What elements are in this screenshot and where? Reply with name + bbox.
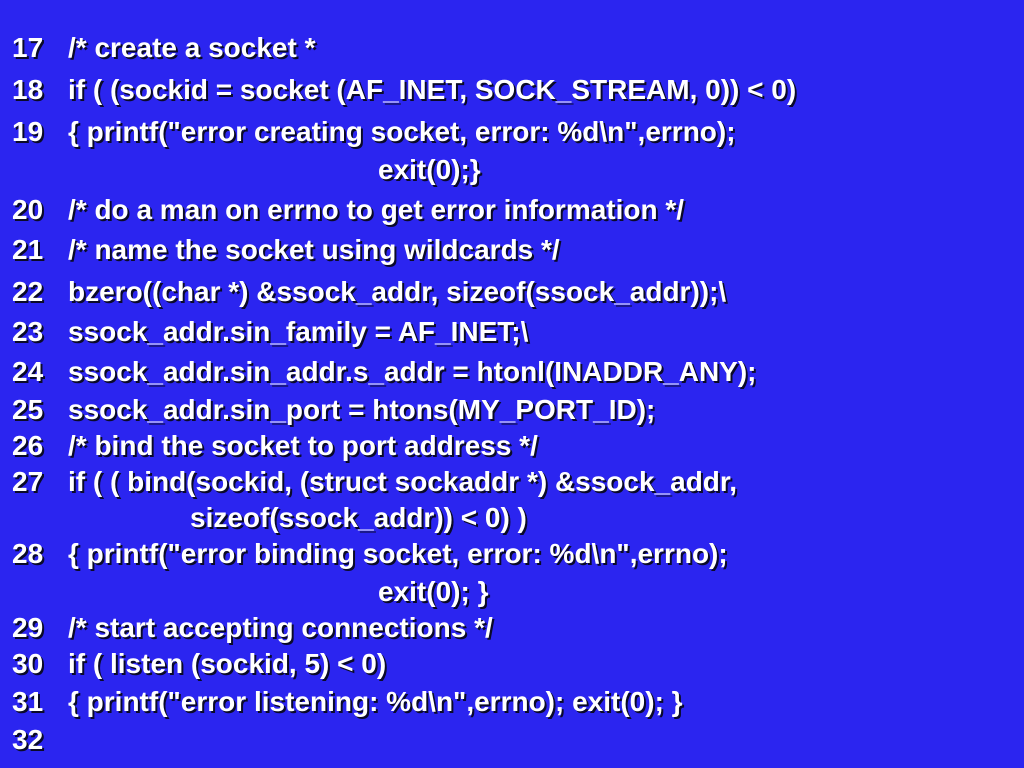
line-number: 30 [12, 648, 44, 679]
line-text: /* start accepting connections */ [68, 612, 493, 643]
line-number: 28 [12, 538, 44, 569]
line-number: 17 [12, 32, 44, 63]
line-text-continuation: exit(0);} [378, 154, 481, 185]
code-line-27-continuation: sizeof(ssock_addr)) < 0) ) [0, 502, 1010, 542]
line-text: ssock_addr.sin_addr.s_addr = htonl(INADD… [68, 356, 757, 387]
line-text: { printf("error listening: %d\n",errno);… [68, 686, 683, 717]
code-line-18: 18 if ( (sockid = socket (AF_INET, SOCK_… [0, 74, 1010, 114]
code-line-22: 22 bzero((char *) &ssock_addr, sizeof(ss… [0, 276, 1010, 316]
line-text: { printf("error creating socket, error: … [68, 116, 736, 147]
line-text: ssock_addr.sin_port = htons(MY_PORT_ID); [68, 394, 656, 425]
line-number: 29 [12, 612, 44, 643]
line-text-continuation: sizeof(ssock_addr)) < 0) ) [190, 502, 527, 533]
line-number: 24 [12, 356, 44, 387]
line-number: 27 [12, 466, 44, 497]
code-line-32: 32 [0, 724, 1010, 764]
line-number: 20 [12, 194, 44, 225]
line-text: { printf("error binding socket, error: %… [68, 538, 728, 569]
line-text: /* name the socket using wildcards */ [68, 234, 560, 265]
code-line-25: 25 ssock_addr.sin_port = htons(MY_PORT_I… [0, 394, 1010, 434]
line-number: 22 [12, 276, 44, 307]
code-line-21: 21 /* name the socket using wildcards */ [0, 234, 1010, 274]
line-text: bzero((char *) &ssock_addr, sizeof(ssock… [68, 276, 727, 307]
code-line-27: 27 if ( ( bind(sockid, (struct sockaddr … [0, 466, 1010, 506]
line-number: 18 [12, 74, 44, 105]
line-text-continuation: exit(0); } [378, 576, 489, 607]
code-line-23: 23 ssock_addr.sin_family = AF_INET;\ [0, 316, 1010, 356]
line-number: 19 [12, 116, 44, 147]
line-text: if ( listen (sockid, 5) < 0) [68, 648, 387, 679]
line-text: if ( ( bind(sockid, (struct sockaddr *) … [68, 466, 738, 497]
code-line-30: 30 if ( listen (sockid, 5) < 0) [0, 648, 1010, 688]
code-line-24: 24 ssock_addr.sin_addr.s_addr = htonl(IN… [0, 356, 1010, 396]
line-text: /* create a socket * [68, 32, 316, 63]
line-text: /* do a man on errno to get error inform… [68, 194, 685, 225]
line-text: ssock_addr.sin_family = AF_INET;\ [68, 316, 529, 347]
line-number: 21 [12, 234, 44, 265]
line-number: 25 [12, 394, 44, 425]
line-text: /* bind the socket to port address */ [68, 430, 538, 461]
code-line-28-continuation: exit(0); } [0, 576, 1010, 616]
line-number: 32 [12, 724, 44, 755]
line-number: 23 [12, 316, 44, 347]
line-number: 31 [12, 686, 44, 717]
code-line-29: 29 /* start accepting connections */ [0, 612, 1010, 652]
code-line-26: 26 /* bind the socket to port address */ [0, 430, 1010, 470]
code-line-31: 31 { printf("error listening: %d\n",errn… [0, 686, 1010, 726]
code-line-17: 17 /* create a socket * [0, 32, 1010, 72]
code-line-19: 19 { printf("error creating socket, erro… [0, 116, 1010, 156]
code-line-19-continuation: exit(0);} [0, 154, 1010, 194]
code-line-20: 20 /* do a man on errno to get error inf… [0, 194, 1010, 234]
code-line-28: 28 { printf("error binding socket, error… [0, 538, 1010, 578]
line-number: 26 [12, 430, 44, 461]
line-text: if ( (sockid = socket (AF_INET, SOCK_STR… [68, 74, 797, 105]
